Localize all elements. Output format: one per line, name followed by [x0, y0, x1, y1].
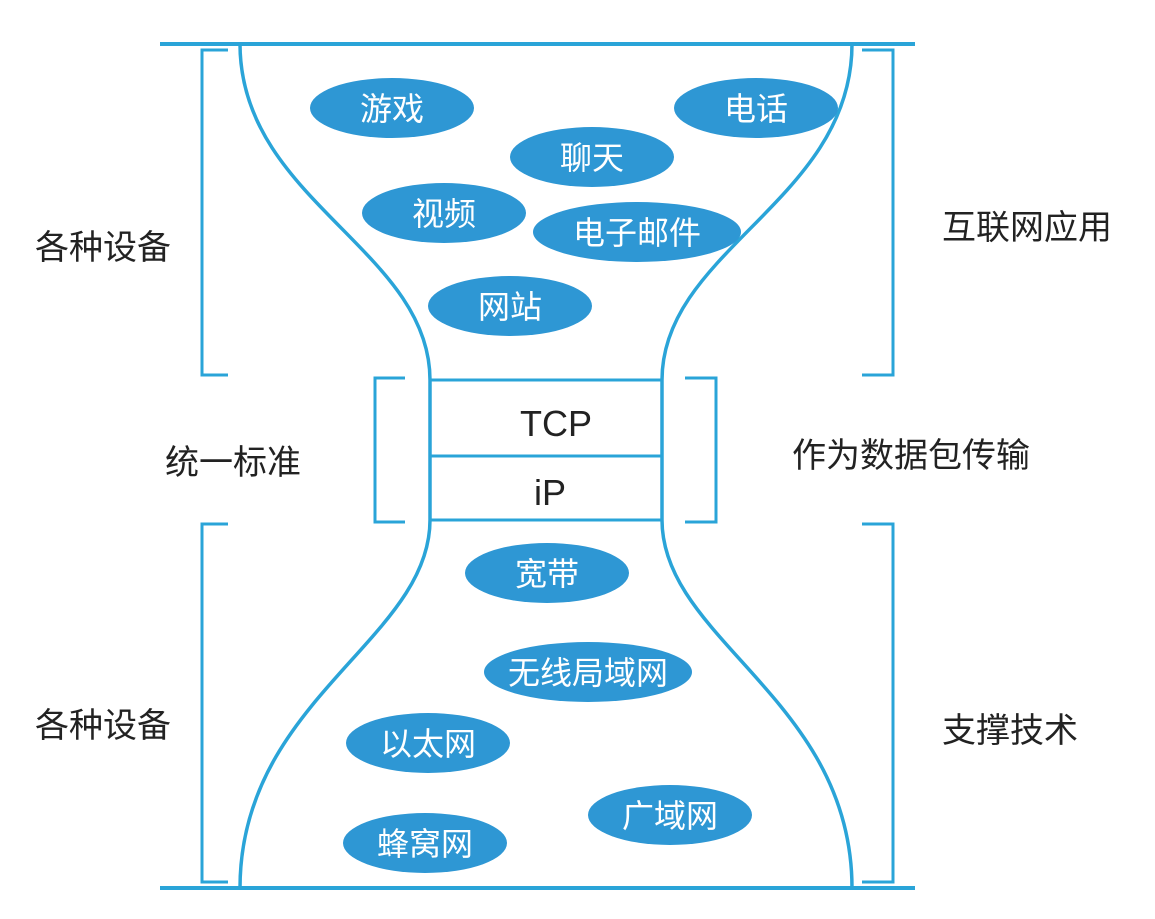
bracket-right-middle — [685, 376, 718, 524]
ip-label: iP — [534, 472, 566, 513]
label-supporting-technology: 支撑技术 — [942, 711, 1078, 751]
app-pill-video: 视频 — [362, 183, 526, 243]
label-packet-transport: 作为数据包传输 — [792, 436, 1030, 476]
tech-pill-broadband: 宽带 — [465, 543, 629, 603]
label-internet-applications: 互联网应用 — [942, 208, 1112, 248]
label-devices-bottom: 各种设备 — [35, 706, 171, 746]
label-devices-top: 各种设备 — [35, 228, 171, 268]
protocol-box — [428, 378, 664, 522]
tech-pill-label: 以太网 — [380, 725, 476, 763]
tech-pill-label: 广域网 — [622, 797, 718, 835]
app-pill-website: 网站 — [428, 276, 592, 336]
tech-pill-ethernet: 以太网 — [346, 713, 510, 773]
tech-pill-label: 蜂窝网 — [377, 825, 473, 863]
bracket-left-bottom — [200, 522, 228, 884]
tech-pill-wlan: 无线局域网 — [484, 642, 692, 702]
app-pill-phone: 电话 — [674, 78, 838, 138]
bracket-right-bottom — [862, 522, 895, 884]
label-unified-standard: 统一标准 — [165, 443, 301, 483]
app-pill-games: 游戏 — [310, 78, 474, 138]
app-pill-label: 视频 — [412, 195, 476, 233]
app-pill-label: 电话 — [724, 90, 788, 128]
tech-pill-label: 宽带 — [515, 555, 579, 593]
app-pill-label: 聊天 — [560, 139, 624, 177]
bracket-left-middle — [373, 376, 405, 524]
tech-pill-cellular: 蜂窝网 — [343, 813, 507, 873]
app-pill-email: 电子邮件 — [533, 202, 741, 262]
tcp-label: TCP — [520, 403, 592, 444]
bracket-left-top — [200, 48, 228, 377]
tech-pill-wan: 广域网 — [588, 785, 752, 845]
bracket-right-top — [862, 48, 895, 377]
app-pill-label: 网站 — [478, 288, 542, 326]
app-pill-chat: 聊天 — [510, 127, 674, 187]
app-pill-label: 游戏 — [360, 90, 424, 128]
tech-pill-label: 无线局域网 — [508, 654, 668, 692]
app-pill-label: 电子邮件 — [573, 214, 701, 252]
